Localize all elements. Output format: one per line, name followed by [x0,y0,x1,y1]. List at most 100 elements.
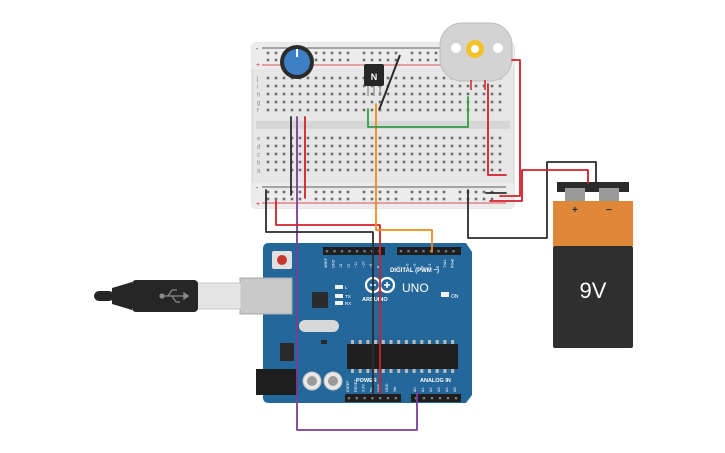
analog-header [411,394,461,402]
header-pin[interactable] [399,250,403,253]
breadboard-hole [426,160,430,164]
breadboard-rail-hole [394,190,398,194]
breadboard-hole [370,136,374,140]
rail-minus-label-bottom: - [256,185,259,192]
breadboard-hole [410,92,414,96]
breadboard-rail-hole [378,197,382,201]
potentiometer[interactable] [280,45,314,79]
breadboard-rail-hole [274,190,278,194]
breadboard-hole [418,92,422,96]
header-pin[interactable] [370,250,374,253]
wire-purple-a0 [296,116,418,431]
header-pin[interactable] [386,397,390,400]
breadboard-hole [442,100,446,104]
breadboard-hole [378,168,382,172]
breadboard-hole [498,168,502,172]
header-pin[interactable] [379,397,382,400]
on-led [441,292,449,297]
breadboard-hole [426,76,430,80]
breadboard-rail-hole [330,51,334,55]
header-pin[interactable] [333,250,336,253]
breadboard-rail-hole [274,197,278,201]
breadboard-hole [298,168,302,172]
breadboard-hole [394,92,398,96]
breadboard-hole [290,100,294,104]
chip-pin [451,369,455,373]
breadboard-hole [330,152,334,156]
reset-button-cap[interactable] [277,255,287,265]
pin-label: ~11 [354,262,358,268]
header-pin[interactable] [355,397,358,400]
chip-pin [420,340,424,344]
header-pin[interactable] [348,250,351,253]
breadboard-hole [362,160,366,164]
breadboard-hole [298,144,302,148]
header-pin[interactable] [446,397,450,400]
breadboard-hole [346,136,350,140]
header-pin[interactable] [371,397,374,400]
header-pin[interactable] [429,250,433,253]
breadboard-rail-hole [362,190,366,194]
header-pin[interactable] [422,250,425,253]
pin-label: ~3 [428,264,432,268]
breadboard-hole [450,92,454,96]
header-pin[interactable] [340,250,344,253]
pin-label: ~5 [413,264,417,268]
header-pin[interactable] [363,397,366,400]
breadboard-hole [370,160,374,164]
breadboard-hole [442,84,446,88]
breadboard-hole [418,136,422,140]
header-pin[interactable] [422,397,426,400]
header-pin[interactable] [347,397,351,400]
breadboard-hole [426,144,430,148]
header-pin[interactable] [325,250,329,253]
model-label: UNO [402,281,429,295]
header-pin[interactable] [454,397,458,400]
breadboard-hole [410,84,414,88]
header-pin[interactable] [407,250,410,253]
breadboard-hole [394,100,398,104]
breadboard-hole [466,144,470,148]
chip-pin [435,340,439,344]
breadboard-hole [410,76,414,80]
header-pin[interactable] [444,250,448,253]
header-pin[interactable] [430,397,434,400]
header-pin[interactable] [438,397,442,400]
breadboard-hole [314,144,318,148]
breadboard-hole [490,108,494,112]
breadboard-hole [474,92,478,96]
breadboard-hole [498,136,502,140]
chip-pin [404,369,408,373]
header-pin[interactable] [437,250,440,253]
breadboard-hole [466,84,470,88]
breadboard-hole [490,100,494,104]
breadboard-hole [410,108,414,112]
breadboard-hole [394,144,398,148]
breadboard-rail-hole [426,197,430,201]
breadboard-hole [394,136,398,140]
breadboard-rail-hole [490,197,494,201]
header-pin[interactable] [414,250,418,253]
potentiometer-knob[interactable] [284,49,310,75]
breadboard-rail-hole [434,51,438,55]
chip-pin [397,340,401,344]
header-pin[interactable] [452,250,455,253]
header-pin[interactable] [363,250,366,253]
header-pin[interactable] [355,250,359,253]
header-pin[interactable] [394,397,397,400]
digital-label: DIGITAL (PWM ~) [390,268,439,274]
header-pin[interactable] [414,397,418,400]
battery-top-band [553,201,633,246]
breadboard-rail-hole [474,190,478,194]
rail-minus-label-top: - [256,46,259,53]
breadboard-hole [266,92,270,96]
breadboard-hole [482,108,486,112]
breadboard-hole [330,160,334,164]
breadboard-hole [458,144,462,148]
breadboard-hole [450,100,454,104]
breadboard-hole [274,76,278,80]
breadboard-hole [274,108,278,112]
